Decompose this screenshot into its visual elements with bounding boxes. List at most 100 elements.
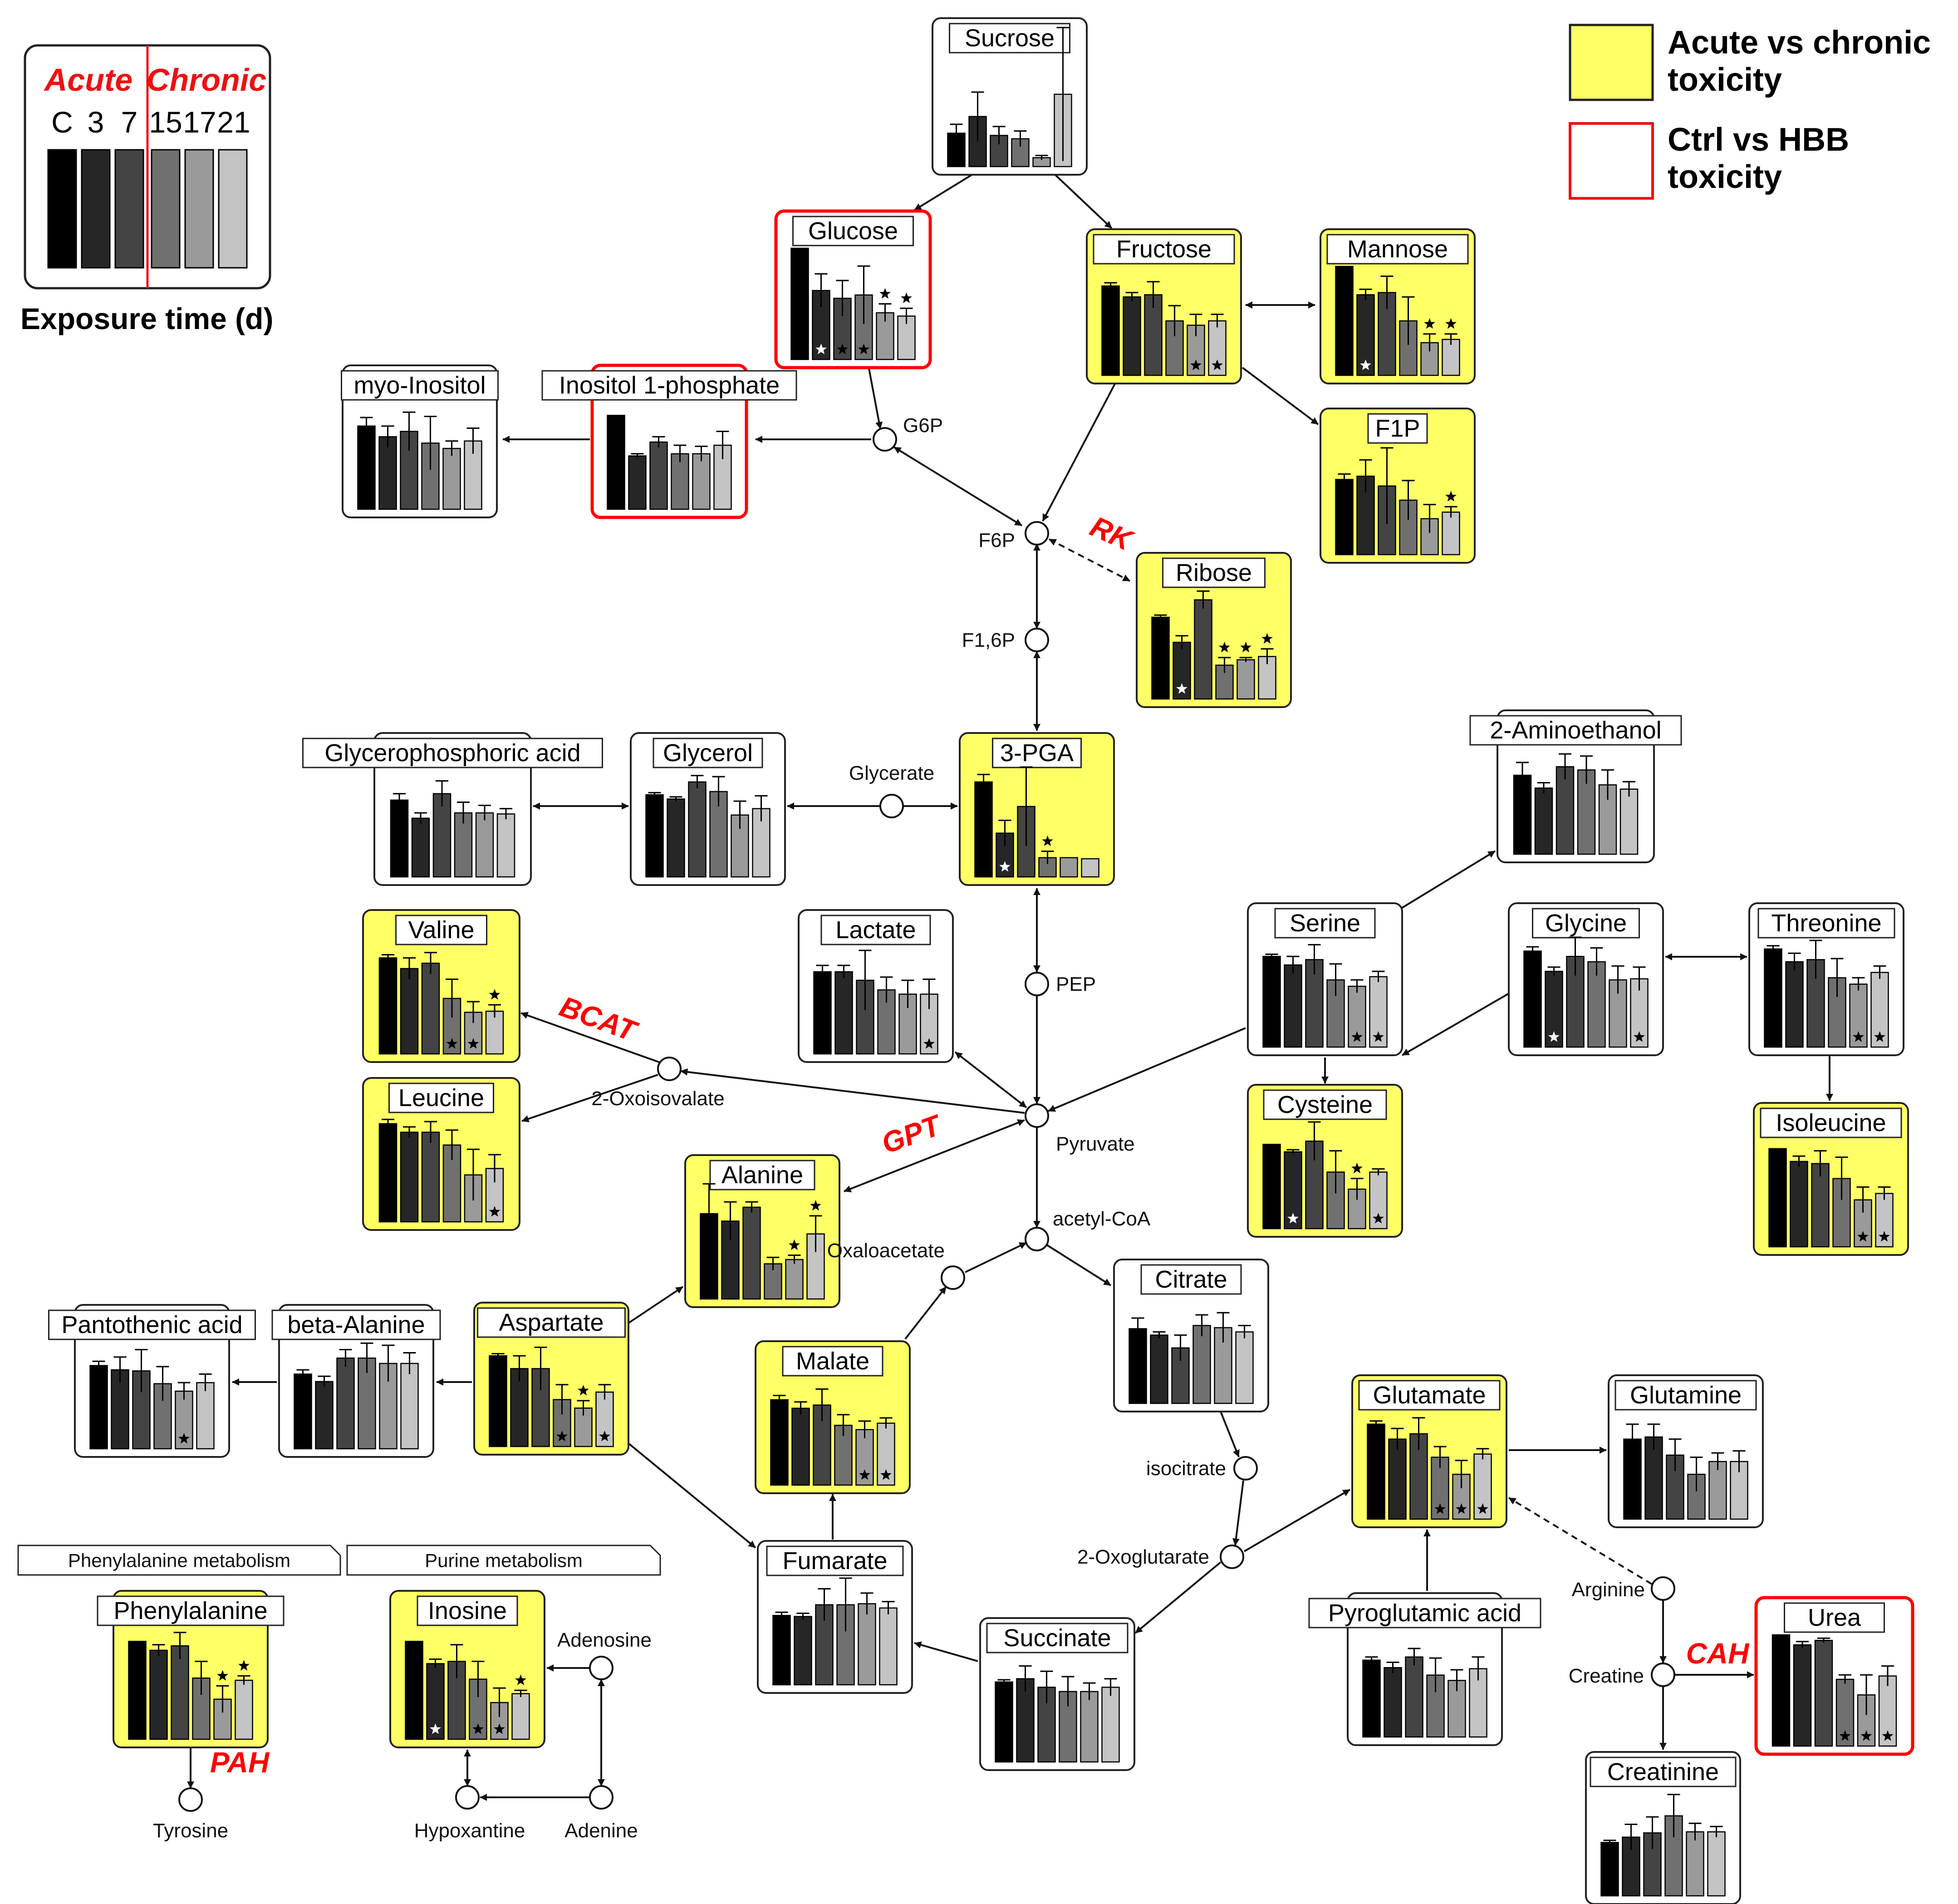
metabolite-bar bbox=[628, 455, 647, 510]
metabolite-bar bbox=[432, 793, 451, 878]
metabolite-label-box bbox=[792, 216, 914, 246]
significance-star bbox=[837, 344, 848, 354]
metabolite-bar bbox=[378, 957, 397, 1055]
metabolite-label-box bbox=[782, 1346, 883, 1377]
metabolite-label-alanine: Alanine bbox=[721, 1161, 803, 1189]
intermediate-label-oxoisovalate: 2-Oxoisovalate bbox=[591, 1087, 724, 1110]
metabolite-bar bbox=[496, 813, 515, 878]
metabolite-label-fructose: Fructose bbox=[1116, 236, 1212, 263]
significance-star bbox=[1042, 835, 1053, 846]
metabolite-bar bbox=[1101, 285, 1120, 376]
metabolite-label-inositol_1p: Inositol 1-phosphate bbox=[559, 372, 780, 399]
metabolite-bar bbox=[1284, 964, 1302, 1048]
metabolite-bar bbox=[671, 453, 689, 510]
significance-star bbox=[178, 1433, 190, 1444]
metabolite-bar bbox=[1442, 512, 1460, 556]
metabolite-label-citrate: Citrate bbox=[1155, 1266, 1227, 1293]
significance-star bbox=[879, 288, 891, 299]
intermediate-node-oxoglutarate bbox=[1220, 1545, 1244, 1569]
metabolite-panel-sucrose: Sucrose bbox=[932, 17, 1088, 176]
intermediate-label-creatine: Creatine bbox=[1569, 1665, 1644, 1687]
legend-exposure: Acute Chronic C 3 7 15 17 21 Exposure ti… bbox=[20, 44, 273, 335]
legend-bar bbox=[47, 149, 77, 269]
metabolite-bar bbox=[649, 441, 668, 510]
significance-star bbox=[1351, 1031, 1363, 1042]
significance-star bbox=[217, 1670, 228, 1681]
metabolite-label-sucrose: Sucrose bbox=[965, 25, 1055, 52]
pathway-arrow bbox=[1046, 1244, 1112, 1286]
metabolite-panel-serine: Serine bbox=[1247, 902, 1403, 1056]
metabolite-panel-fructose: Fructose bbox=[1086, 228, 1242, 384]
intermediate-label-pep: PEP bbox=[1056, 973, 1096, 995]
significance-star bbox=[1212, 359, 1223, 370]
intermediate-node-f6p bbox=[1025, 521, 1049, 546]
metabolite-bar bbox=[1335, 479, 1354, 556]
metabolite-bar bbox=[790, 247, 809, 360]
metabolite-bar bbox=[489, 1355, 507, 1447]
metabolite-bar bbox=[1708, 1461, 1727, 1520]
metabolite-label-box bbox=[1760, 1107, 1902, 1138]
metabolite-bar bbox=[742, 1206, 761, 1300]
intermediate-label-tyrosine: Tyrosine bbox=[153, 1820, 228, 1842]
metabolite-bar bbox=[834, 971, 853, 1055]
pathway-arrow bbox=[904, 1286, 947, 1340]
metabolite-bar bbox=[1442, 339, 1460, 376]
metabolite-panel-glycine: Glycine bbox=[1508, 902, 1664, 1056]
metabolite-label-glutamate: Glutamate bbox=[1373, 1382, 1486, 1409]
legend-day-label: C bbox=[51, 105, 73, 139]
intermediate-label-f6p: F6P bbox=[978, 529, 1015, 551]
metabolite-bar bbox=[510, 1368, 529, 1447]
metabolite-label-box bbox=[388, 1082, 494, 1113]
significance-star bbox=[1456, 1503, 1467, 1514]
metabolite-panel-glycerol: Glycerol bbox=[630, 732, 786, 886]
intermediate-node-pyruvate bbox=[1025, 1103, 1049, 1128]
pathway-arrow bbox=[1220, 1411, 1240, 1457]
metabolite-label-box bbox=[1784, 1602, 1885, 1633]
metabolite-bar bbox=[858, 1603, 876, 1686]
significance-star bbox=[1445, 318, 1457, 329]
metabolite-bar bbox=[1194, 599, 1212, 700]
legend-bar bbox=[151, 149, 181, 269]
metabolite-bar bbox=[1793, 1644, 1812, 1747]
metabolite-label-inosine: Inosine bbox=[428, 1597, 507, 1624]
metabolite-label-aminoethanol: 2-Aminoethanol bbox=[1490, 717, 1661, 744]
metabolite-label-box bbox=[1532, 908, 1640, 939]
metabolite-label-phenylalanine: Phenylalanine bbox=[113, 1597, 267, 1624]
pathway-arrow bbox=[1134, 1561, 1222, 1634]
significance-star bbox=[556, 1431, 568, 1442]
metabolite-label-serine: Serine bbox=[1290, 910, 1360, 937]
significance-star bbox=[1634, 1031, 1645, 1042]
significance-star bbox=[880, 1469, 892, 1480]
metabolite-panel-ribose: Ribose bbox=[1136, 552, 1292, 708]
significance-star bbox=[1287, 1213, 1299, 1224]
significance-star bbox=[1857, 1231, 1869, 1242]
metabolite-bar bbox=[1362, 1659, 1381, 1738]
metabolite-label-box bbox=[1757, 908, 1895, 939]
metabolite-label-f1p: F1P bbox=[1375, 415, 1420, 442]
significance-star bbox=[923, 1038, 935, 1049]
intermediate-node-hypoxantine bbox=[455, 1785, 480, 1810]
metabolite-bar bbox=[1080, 1691, 1099, 1763]
enzyme-label-bcat: BCAT bbox=[555, 990, 643, 1048]
significance-star bbox=[489, 1206, 501, 1217]
metabolite-label-valine: Valine bbox=[408, 916, 474, 944]
metabolite-bar bbox=[1262, 1144, 1281, 1230]
metabolite-bar bbox=[1237, 659, 1255, 700]
metabolite-panel-beta_alanine: beta-Alanine bbox=[271, 1304, 441, 1458]
pathway-tab-label: Phenylalanine metabolism bbox=[68, 1550, 290, 1571]
intermediate-node-pep bbox=[1025, 972, 1049, 996]
metabolite-bar bbox=[128, 1641, 147, 1740]
metabolite-label-leucine: Leucine bbox=[398, 1084, 484, 1112]
metabolite-bar bbox=[1556, 766, 1575, 855]
pathway-arrow bbox=[868, 368, 883, 429]
metabolite-bar bbox=[1523, 950, 1542, 1048]
metabolite-label-pantothenic: Pantothenic acid bbox=[61, 1311, 242, 1338]
metabolite-panel-malate: Malate bbox=[755, 1340, 911, 1494]
metabolite-bar bbox=[400, 1132, 419, 1223]
intermediate-label-oxoglutarate: 2-Oxoglutarate bbox=[1077, 1546, 1209, 1568]
metabolite-bar bbox=[1060, 857, 1078, 878]
intermediate-node-creatine bbox=[1651, 1663, 1675, 1687]
pathway-tab-purine_metab: Purine metabolism bbox=[346, 1545, 661, 1576]
metabolite-bar bbox=[149, 1649, 168, 1740]
intermediate-label-isocitrate: isocitrate bbox=[1146, 1457, 1226, 1480]
